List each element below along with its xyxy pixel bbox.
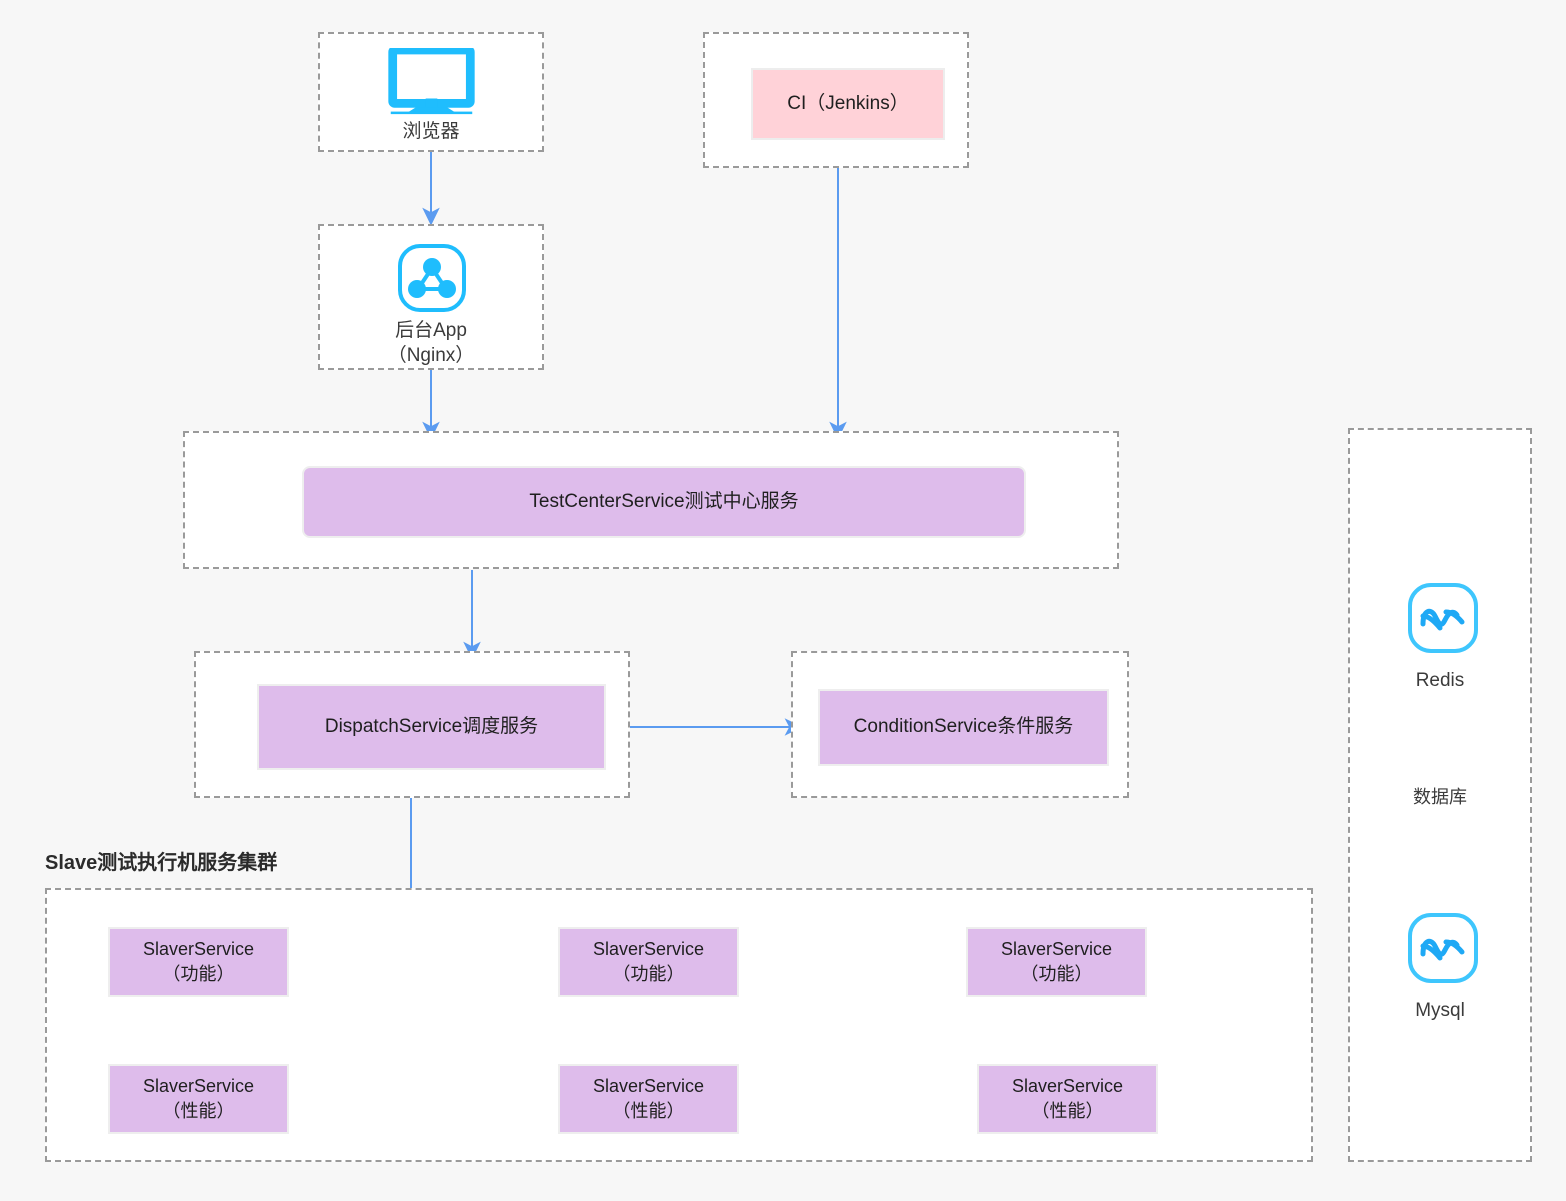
browser-label: 浏览器 [402,121,460,142]
slave-cluster-title: Slave测试执行机服务集群 [45,852,278,874]
slaver-service-perf-3[interactable]: SlaverService （性能） [977,1064,1158,1134]
redis-label: Redis [1415,670,1465,691]
nginx-label: 后台App （Nginx） [387,320,475,367]
slaver-service-perf-2[interactable]: SlaverService （性能） [558,1064,739,1134]
slaver-service-func-3[interactable]: SlaverService （功能） [966,927,1147,997]
ci-jenkins-node[interactable]: CI（Jenkins） [751,68,945,140]
database-group [1348,428,1532,1162]
dispatch-service-node[interactable]: DispatchService调度服务 [257,684,606,770]
condition-service-node[interactable]: ConditionService条件服务 [818,689,1109,766]
browser-group [318,32,544,152]
nginx-group [318,224,544,370]
slaver-service-perf-1[interactable]: SlaverService （性能） [108,1064,289,1134]
share-network-icon [397,243,467,313]
redis-database-wave-icon [1407,582,1479,654]
test-center-service-node[interactable]: TestCenterService测试中心服务 [302,466,1026,538]
slaver-service-func-2[interactable]: SlaverService （功能） [558,927,739,997]
slaver-service-func-1[interactable]: SlaverService （功能） [108,927,289,997]
mysql-database-wave-icon [1407,912,1479,984]
monitor-icon [383,48,480,116]
database-middle-label: 数据库 [1413,787,1467,807]
mysql-label: Mysql [1415,1000,1465,1021]
